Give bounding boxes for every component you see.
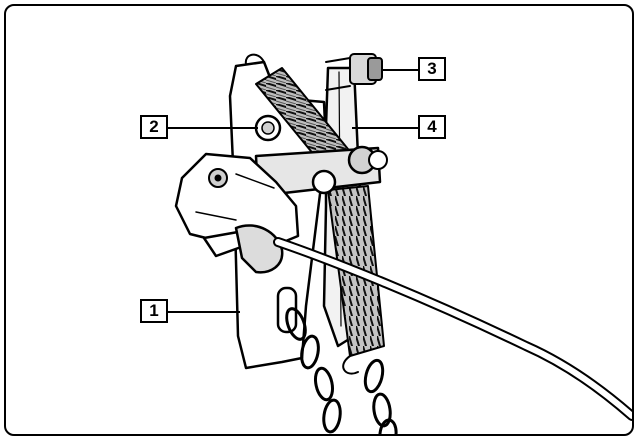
chain (285, 307, 398, 434)
mechanism-illustration (174, 53, 632, 434)
latch-lever (174, 152, 300, 252)
leader-line-4 (352, 127, 418, 129)
callout-3: 3 (418, 57, 446, 81)
cable-sleeve (234, 224, 284, 274)
leader-line-1 (168, 311, 240, 313)
figure-frame: 2 3 4 1 (4, 4, 634, 436)
callout-2: 2 (140, 115, 168, 139)
leader-line-2 (168, 127, 258, 129)
callout-4: 4 (418, 115, 446, 139)
callout-1: 1 (140, 299, 168, 323)
leader-line-3 (382, 69, 418, 71)
